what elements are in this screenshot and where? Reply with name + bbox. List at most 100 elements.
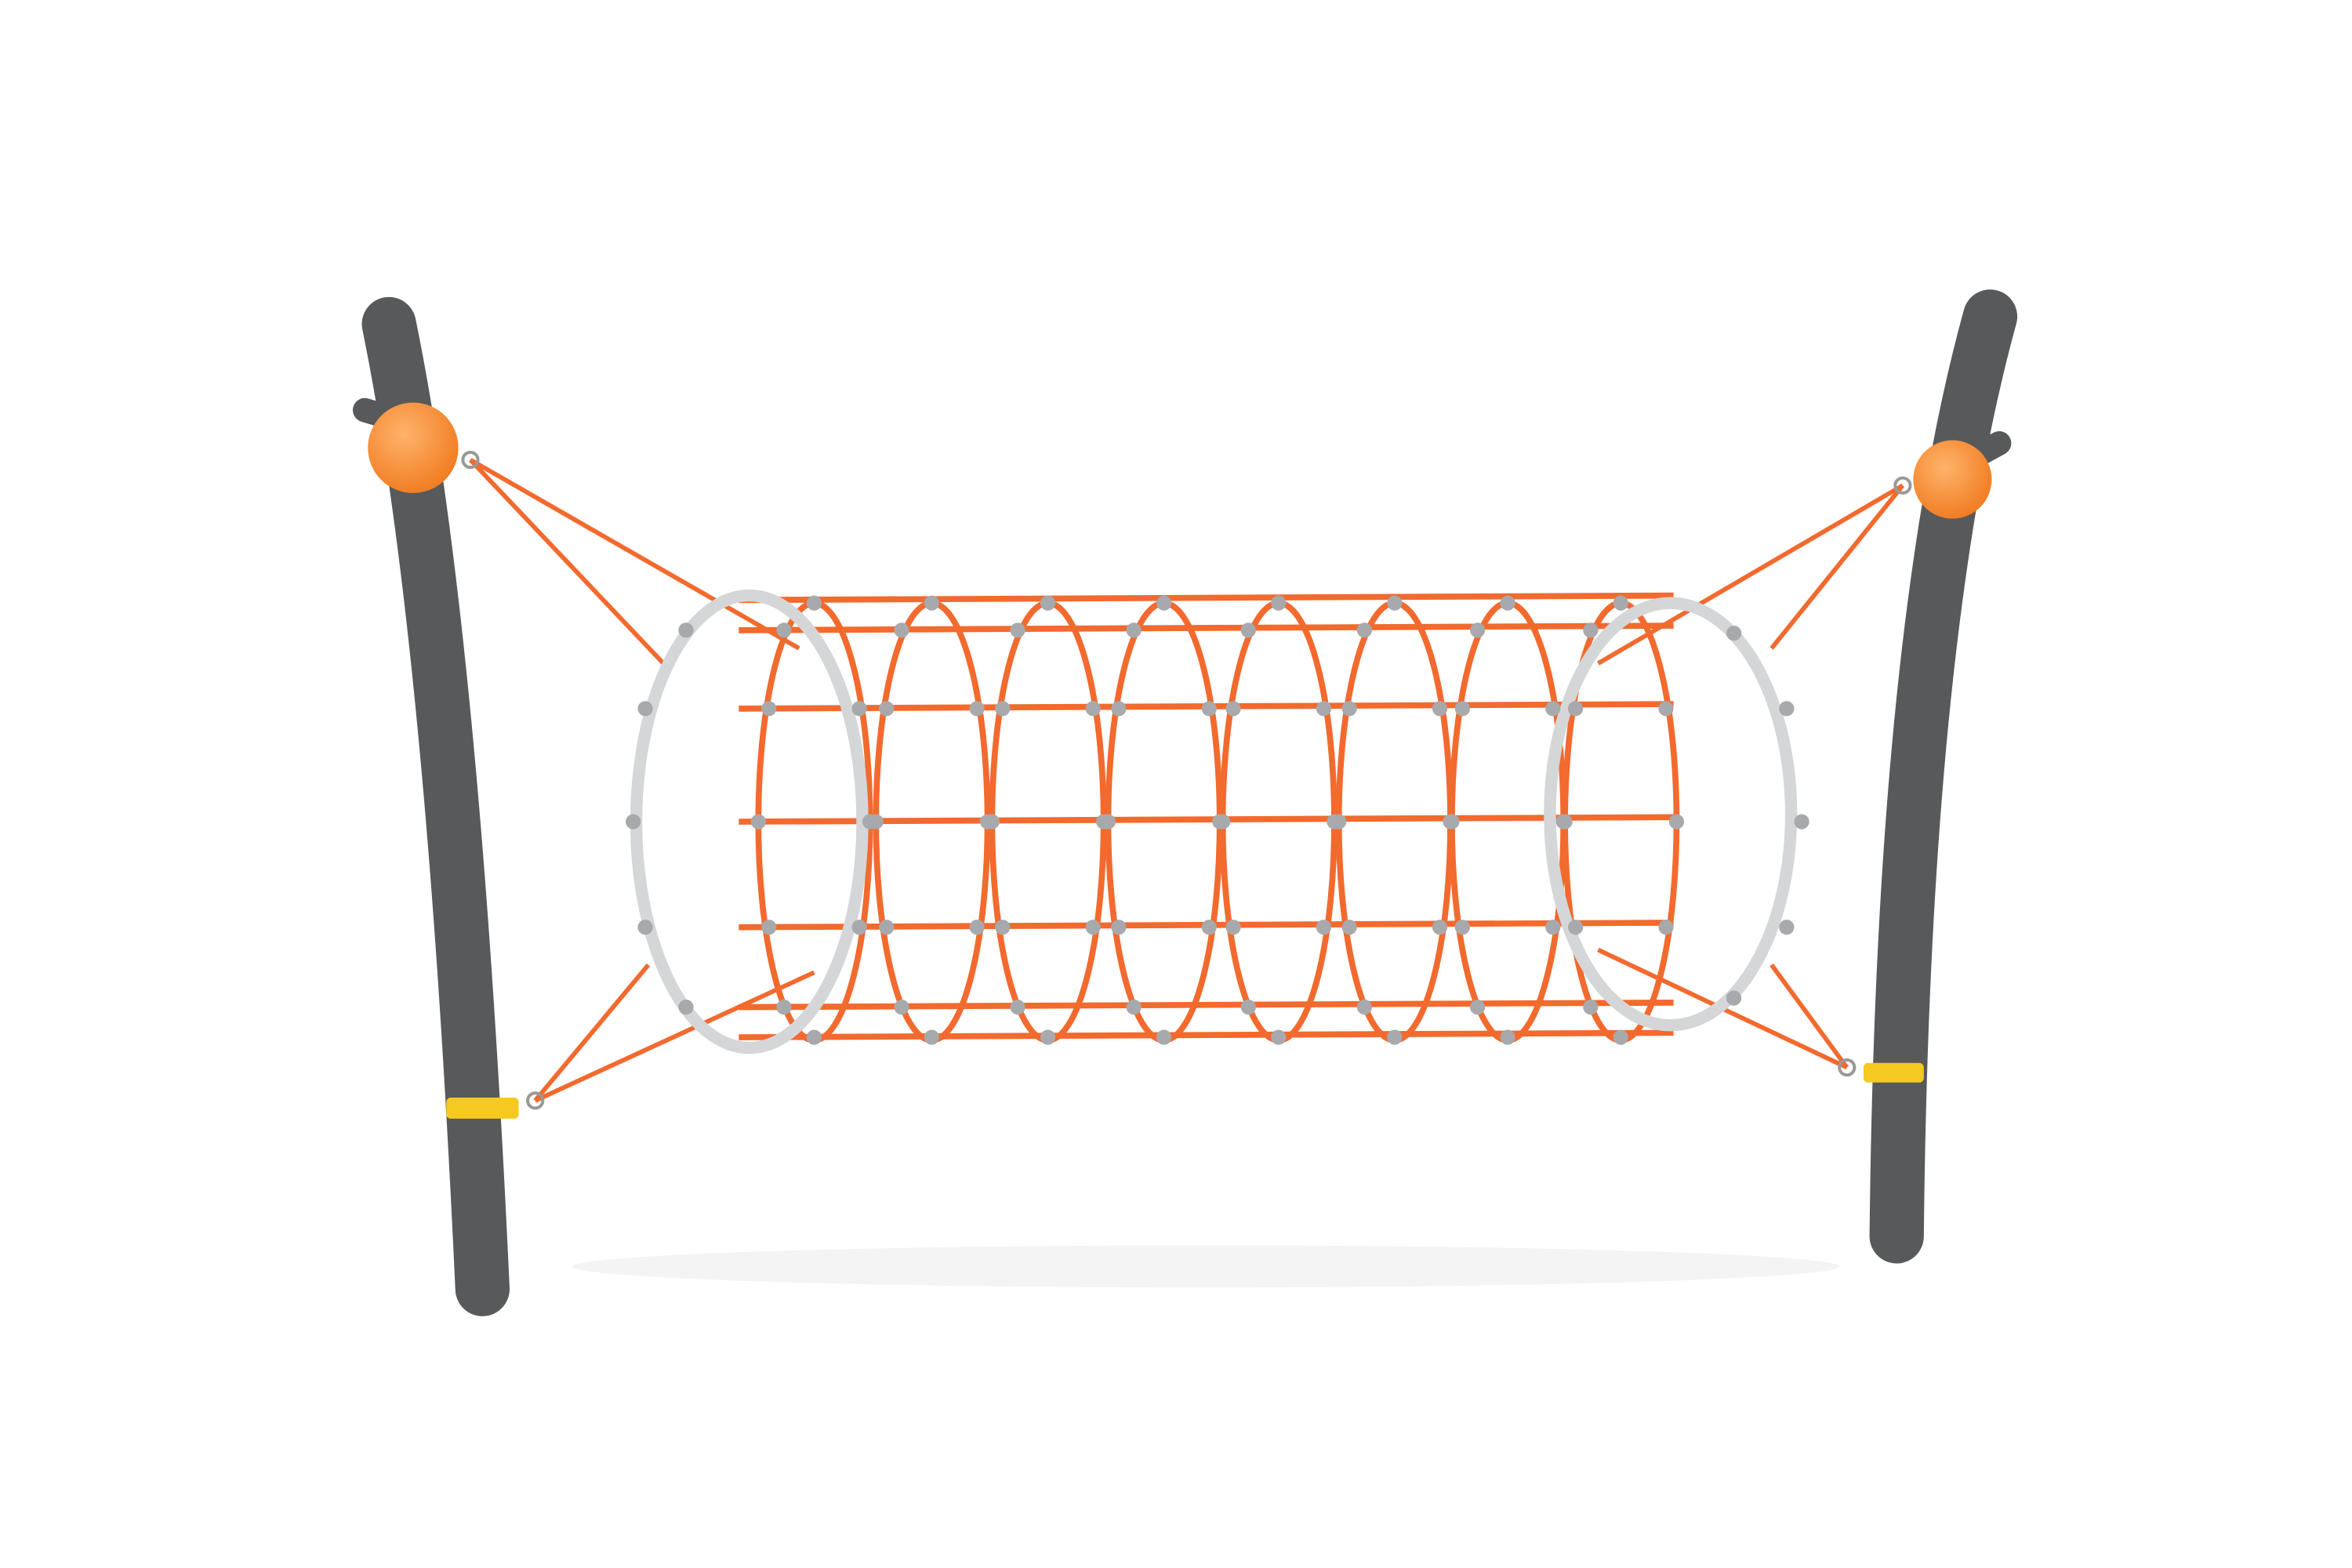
rope-node (1470, 622, 1486, 638)
anchor-rope (1769, 484, 1905, 650)
rope-node (1668, 814, 1685, 829)
rope-node (1658, 701, 1674, 717)
rope-node (1583, 1000, 1599, 1015)
rope-node (1201, 920, 1217, 935)
rope-node (1470, 1000, 1486, 1015)
rope-node (1444, 814, 1460, 829)
rope-node (1225, 920, 1241, 935)
tunnel-net (626, 589, 1809, 1054)
rope-node (806, 1029, 822, 1045)
rope-node (1387, 1029, 1403, 1045)
rope-node (1316, 920, 1332, 935)
rope-node (678, 1000, 694, 1015)
rope-node (924, 595, 940, 611)
horizontal-rope (739, 592, 1674, 604)
rope-node (1454, 920, 1470, 935)
rope-shackle (526, 1091, 545, 1110)
rope-node (1341, 701, 1357, 717)
rope-node (984, 814, 1000, 829)
rope-node (1583, 622, 1599, 638)
rope-node (868, 814, 884, 829)
rope-node (995, 920, 1011, 935)
rope-node (1126, 1000, 1142, 1015)
rope-shackle (461, 451, 480, 470)
rope-node (1794, 814, 1809, 829)
rope-node (761, 701, 777, 717)
anchor-rope (469, 458, 800, 651)
rope-node (1545, 920, 1561, 935)
rope-node (969, 920, 985, 935)
rope-node (1040, 595, 1056, 611)
rope-node (1240, 1000, 1256, 1015)
ground-shadow (572, 1245, 1840, 1288)
rope-node (1225, 701, 1241, 717)
rope-node (1240, 622, 1256, 638)
rope-node (1085, 920, 1101, 935)
rope-node (1271, 1029, 1287, 1045)
rope-node (1545, 701, 1561, 717)
rope-node (1156, 595, 1172, 611)
rope-node (776, 1000, 792, 1015)
rope-node (1658, 920, 1674, 935)
rope-node (1779, 920, 1795, 935)
anchor-rope (468, 458, 666, 666)
posts (353, 289, 2018, 1316)
rope-shackle (1893, 476, 1912, 495)
right-yellow-band (1863, 1062, 1924, 1083)
rope-node (776, 622, 792, 638)
rope-node (1111, 920, 1127, 935)
rope-node (1201, 701, 1217, 717)
rope-node (1126, 622, 1142, 638)
rope-node (924, 1029, 940, 1045)
rope-node (1432, 920, 1448, 935)
rope-node (995, 701, 1011, 717)
rope-node (1085, 701, 1101, 717)
rope-node (1100, 814, 1116, 829)
right-orange-ball (1913, 440, 1992, 519)
rope-node (1316, 701, 1332, 717)
rope-node (879, 920, 895, 935)
rope-node (969, 701, 985, 717)
rope-node (1156, 1029, 1172, 1045)
rope-node (750, 814, 766, 829)
rope-node (1356, 1000, 1372, 1015)
rope-node (851, 701, 867, 717)
rope-node (1557, 814, 1573, 829)
rope-node (1010, 622, 1025, 638)
rope-node (761, 920, 777, 935)
rope-node (894, 622, 909, 638)
rope-shackle (1838, 1058, 1857, 1077)
horizontal-rope (739, 814, 1674, 825)
rope-node (637, 701, 653, 717)
horizontal-rope (739, 1029, 1674, 1040)
rope-node (1613, 595, 1628, 611)
right-steel-ring (1544, 597, 1798, 1032)
rope-node (1726, 626, 1742, 641)
rope-node (637, 920, 653, 935)
rope-node (1341, 920, 1357, 935)
rope-node (1432, 701, 1448, 717)
rope-node (894, 1000, 909, 1015)
rope-node (806, 595, 822, 611)
rope-node (1568, 920, 1584, 935)
left-yellow-band (446, 1098, 519, 1119)
left-orange-ball (368, 402, 459, 493)
rope-node (1779, 701, 1795, 717)
rope-node (1387, 595, 1403, 611)
rope-node (1613, 1029, 1628, 1045)
rope-node (1271, 595, 1287, 611)
rope-node (1331, 814, 1347, 829)
rope-node (1568, 701, 1584, 717)
rope-node (1215, 814, 1231, 829)
anchor-rope (533, 963, 651, 1102)
rope-node (1726, 990, 1742, 1006)
rope-node (1111, 701, 1127, 717)
rope-node (851, 920, 867, 935)
rope-node (1500, 595, 1515, 611)
rope-node (1010, 1000, 1025, 1015)
anchor-rope (534, 970, 815, 1103)
rope-node (1454, 701, 1470, 717)
anchor-rope (1769, 964, 1849, 1069)
rope-node (678, 622, 694, 638)
